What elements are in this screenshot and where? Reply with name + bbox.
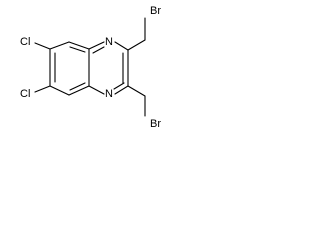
double-bond-c3-c4 (69, 82, 86, 91)
bond-c6-cl-top (34, 42, 51, 50)
bond-c2-n-top (88, 41, 105, 50)
atom-label-n-bottom: N (105, 88, 113, 100)
structure-diagram: Cl Cl N N Br Br (20, 5, 161, 130)
bond-c1-c2 (68, 41, 90, 50)
atom-label-n-top: N (105, 36, 113, 48)
atom-label-br-top: Br (150, 5, 161, 17)
bond-c3-c4 (68, 85, 90, 96)
atom-label-br-bottom: Br (150, 118, 161, 130)
atom-label-cl-top: Cl (20, 36, 30, 48)
double-bond-c2-n-top (92, 46, 105, 54)
atom-label-cl-bottom: Cl (20, 88, 30, 100)
benzene-ring (49, 41, 90, 96)
bond-c7-ch2-top (127, 39, 146, 51)
bond-c4-c5 (49, 85, 70, 96)
atom-labels: Cl Cl N N Br Br (20, 5, 161, 130)
double-bond-c8-n-bottom (113, 82, 125, 90)
bond-c8-n-bottom (114, 85, 129, 95)
double-bond-c1-c2 (69, 46, 86, 53)
bond-n-bottom-c3 (88, 85, 105, 95)
bond-c6-c1 (49, 41, 70, 50)
pyrazine-ring (88, 41, 129, 95)
bond-n-top-c7 (114, 41, 129, 51)
substituent-bonds (34, 17, 146, 117)
bond-c5-cl-bottom (34, 85, 51, 93)
bond-c8-ch2-bottom (127, 85, 146, 97)
